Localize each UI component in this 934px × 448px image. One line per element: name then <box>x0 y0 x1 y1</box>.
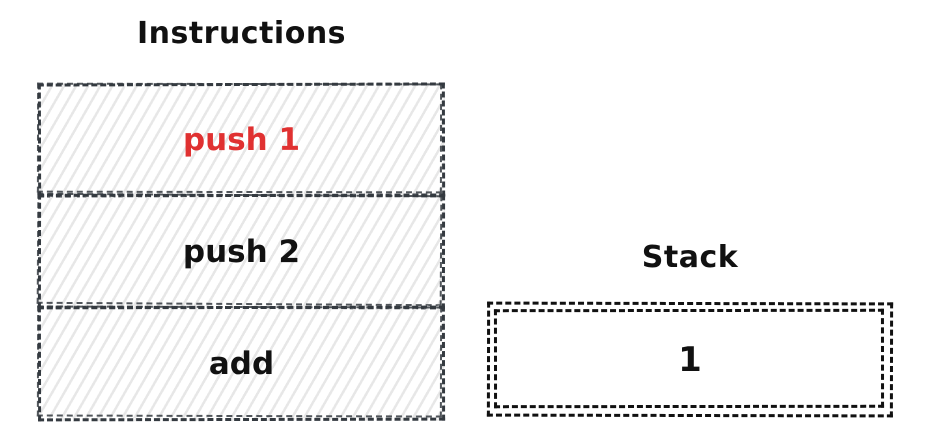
instructions-title: Instructions <box>136 16 347 51</box>
instruction-row-add: add <box>37 305 446 422</box>
stack-title: Stack <box>641 240 739 275</box>
instruction-label-add: add <box>208 345 275 382</box>
instruction-row-push-2: push 2 <box>37 193 446 310</box>
instruction-label-push-2: push 2 <box>182 233 301 270</box>
instruction-row-push-1: push 1 <box>37 82 446 198</box>
instruction-label-push-1: push 1 <box>182 121 301 159</box>
stack-box: 1 <box>486 301 894 418</box>
stack-item-value: 1 <box>678 339 702 380</box>
